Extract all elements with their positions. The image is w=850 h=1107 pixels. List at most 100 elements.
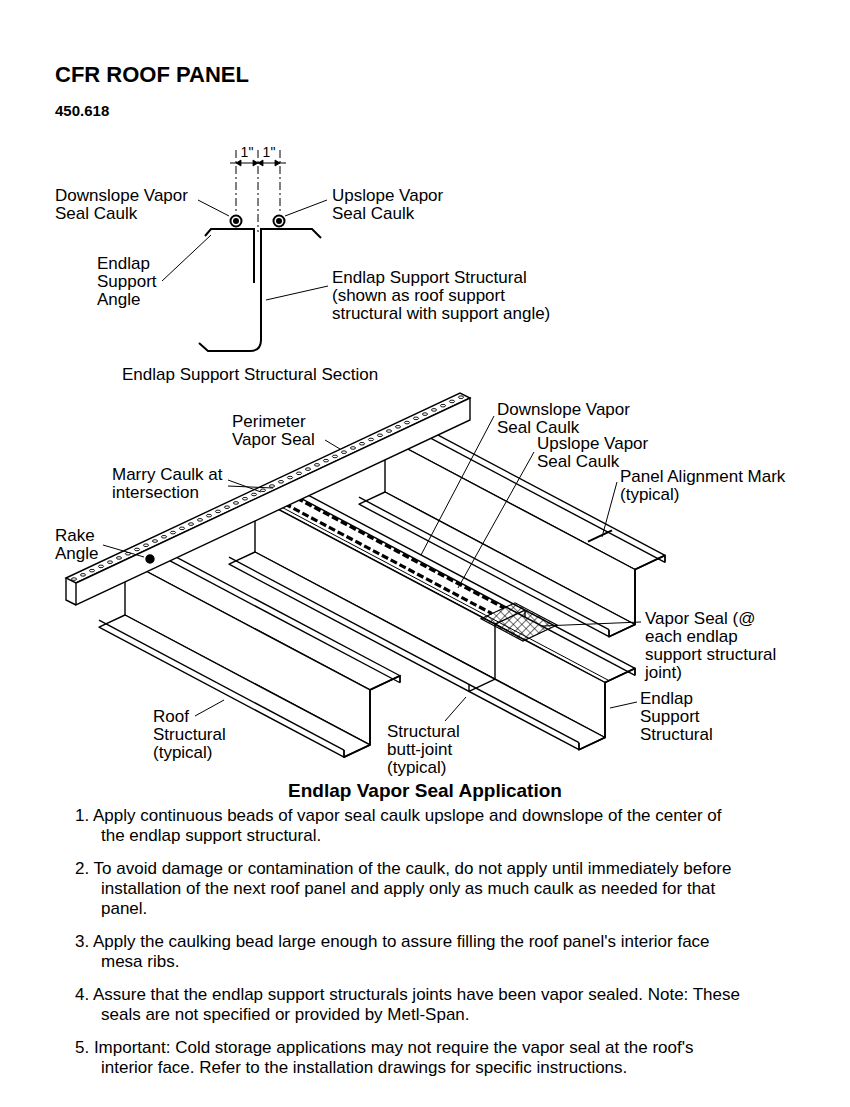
caulk-bead bbox=[231, 216, 242, 227]
leader-line bbox=[103, 545, 144, 557]
perimeter-seal-dot bbox=[143, 544, 148, 547]
dimension-text: 1" bbox=[258, 145, 280, 160]
callout-label: Rake Angle bbox=[55, 527, 105, 563]
perimeter-seal-dot bbox=[341, 451, 346, 454]
callout-label: Endlap Support Structural Section bbox=[122, 366, 378, 384]
dimension-text: 1" bbox=[236, 145, 258, 160]
leader-line bbox=[445, 697, 466, 721]
rake-angle bbox=[66, 393, 470, 605]
note-text: 4. Assure that the endlap support struct… bbox=[75, 985, 745, 1025]
note-text: 5. Important: Cold storage applications … bbox=[75, 1038, 745, 1078]
callout-label: Downslope Vapor Seal Caulk bbox=[55, 187, 200, 223]
callout-label: Downslope Vapor Seal Caulk bbox=[497, 401, 637, 437]
label-slot: Downslope Vapor Seal Caulk bbox=[55, 187, 200, 223]
perimeter-seal-dot bbox=[89, 569, 94, 572]
label-slot: Endlap Support Structural Section bbox=[122, 366, 378, 384]
perimeter-seal-dot bbox=[323, 459, 328, 462]
leader-line bbox=[602, 482, 617, 537]
label-slot: Endlap Support Angle bbox=[97, 255, 167, 309]
perimeter-seal-dot bbox=[107, 561, 112, 564]
label-slot: 1" bbox=[258, 145, 280, 160]
perimeter-seal-dot bbox=[296, 472, 301, 475]
notes-list: 1. Apply continuous beads of vapor seal … bbox=[75, 806, 745, 1078]
perimeter-seal-dot bbox=[332, 455, 337, 458]
perimeter-seal-dot bbox=[431, 409, 436, 412]
perimeter-seal-dot bbox=[170, 531, 175, 534]
label-slot: 1" bbox=[236, 145, 258, 160]
perimeter-seal-dot bbox=[251, 493, 256, 496]
label-slot: Panel Alignment Mark (typical) bbox=[620, 468, 800, 504]
drawing-number: 450.618 bbox=[55, 103, 109, 119]
perimeter-seal-dot bbox=[152, 540, 157, 543]
perimeter-seal-dot bbox=[98, 565, 103, 568]
caulk-bead bbox=[234, 219, 238, 223]
caulk-bead bbox=[279, 489, 504, 608]
leader-line bbox=[198, 200, 229, 216]
label-slot: Endlap Support Structural bbox=[640, 690, 725, 744]
leader-line bbox=[325, 440, 340, 449]
vapor-seal-patch bbox=[481, 603, 557, 641]
leader-line bbox=[610, 702, 637, 708]
note-text: 1. Apply continuous beads of vapor seal … bbox=[75, 806, 745, 846]
caulk-bead bbox=[274, 216, 285, 227]
perimeter-seal-dot bbox=[278, 481, 283, 484]
structural-member bbox=[99, 546, 400, 757]
callout-label: Upslope Vapor Seal Caulk bbox=[332, 187, 457, 223]
perimeter-seal-dot bbox=[404, 421, 409, 424]
perimeter-seal-dot bbox=[215, 510, 220, 513]
caulk-bead bbox=[267, 494, 492, 613]
callout-label: Endlap Support Angle bbox=[97, 255, 167, 309]
perimeter-seal-dot bbox=[161, 535, 166, 538]
member-face bbox=[99, 615, 370, 757]
dimension-arrow bbox=[236, 160, 280, 166]
callout-label: Endlap Support Structural bbox=[640, 690, 725, 744]
perimeter-seal-dot bbox=[305, 468, 310, 471]
callout-label: Perimeter Vapor Seal bbox=[232, 413, 327, 449]
perimeter-seal-dot bbox=[359, 442, 364, 445]
leader-line bbox=[266, 286, 328, 300]
perimeter-seal-dot bbox=[386, 430, 391, 433]
alignment-mark bbox=[588, 530, 612, 541]
label-slot: Upslope Vapor Seal Caulk bbox=[332, 187, 457, 223]
leader-line bbox=[421, 416, 494, 555]
callout-label: Endlap Support Structural (shown as roof… bbox=[332, 269, 567, 323]
perimeter-seal-dot bbox=[395, 426, 400, 429]
label-slot: Upslope Vapor Seal Caulk bbox=[537, 435, 677, 471]
perimeter-seal-dot bbox=[458, 396, 463, 399]
perimeter-seal-dot bbox=[179, 527, 184, 530]
perimeter-seal-dot bbox=[260, 489, 265, 492]
perimeter-seal-dot bbox=[269, 485, 274, 488]
callout-label: Vapor Seal (@ each endlap support struct… bbox=[645, 610, 795, 682]
caulk-bead bbox=[277, 219, 281, 223]
callout-label: Marry Caulk at intersection bbox=[112, 466, 224, 502]
perimeter-seal-dot bbox=[413, 417, 418, 420]
perimeter-seal-dot bbox=[134, 548, 139, 551]
label-slot: 450.618 bbox=[55, 103, 109, 119]
support-structural bbox=[199, 229, 321, 351]
rake-end bbox=[66, 578, 76, 605]
perimeter-seal-dot bbox=[71, 578, 76, 581]
leader-line bbox=[542, 622, 641, 626]
perimeter-seal-dot bbox=[233, 502, 238, 505]
leader-line bbox=[228, 486, 273, 488]
caption-slot: Endlap Vapor Seal Application bbox=[0, 780, 850, 802]
perimeter-seal-dot bbox=[242, 497, 247, 500]
label-slot: Vapor Seal (@ each endlap support struct… bbox=[645, 610, 795, 682]
leader-line bbox=[458, 452, 534, 588]
rake-flange bbox=[66, 393, 470, 583]
perimeter-seal-dot bbox=[116, 557, 121, 560]
perimeter-seal-dot bbox=[224, 506, 229, 509]
perimeter-seal-dot bbox=[368, 438, 373, 441]
member-lip bbox=[155, 553, 400, 683]
caption: Endlap Vapor Seal Application bbox=[0, 780, 850, 802]
callout-label: Upslope Vapor Seal Caulk bbox=[537, 435, 677, 471]
perimeter-seal-dot bbox=[314, 464, 319, 467]
callout-label: Panel Alignment Mark (typical) bbox=[620, 468, 800, 504]
label-slot: Roof Structural (typical) bbox=[153, 708, 237, 762]
rake-dot bbox=[146, 555, 154, 563]
note-text: 2. To avoid damage or contamination of t… bbox=[75, 859, 745, 919]
section-view bbox=[199, 150, 321, 351]
note-text: 3. Apply the caulking bead large enough … bbox=[75, 932, 745, 972]
perimeter-seal-dot bbox=[350, 447, 355, 450]
perimeter-seal-dot bbox=[449, 400, 454, 403]
